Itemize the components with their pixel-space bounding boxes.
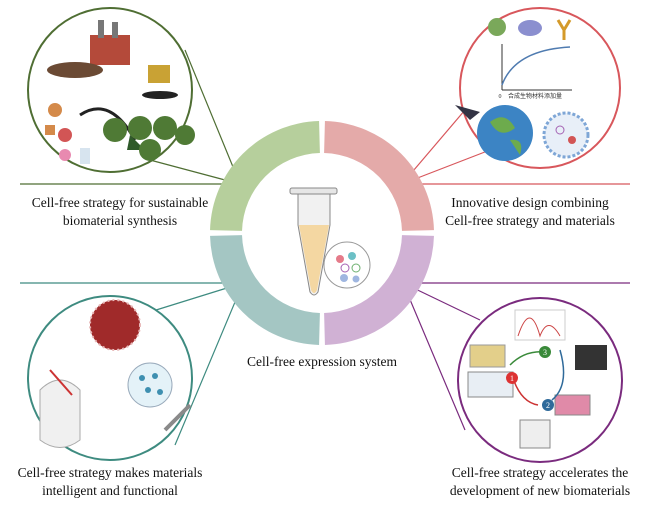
- label-bottom-left-line2: intelligent and functional: [42, 483, 178, 498]
- label-top-right-line1: Innovative design combining: [451, 195, 609, 210]
- panel-circle-top-left: [27, 7, 193, 173]
- callout-top-left-2: [184, 49, 241, 185]
- mini-chart-xlabel: 合成生物材料添加量: [508, 92, 562, 100]
- ring-segment-bottom-right: [324, 235, 434, 345]
- central-ring: [210, 121, 434, 345]
- label-top-left-line1: Cell-free strategy for sustainable: [31, 195, 209, 210]
- ring-segment-top-right: [324, 121, 434, 231]
- workflow-illustration: 1 2 3: [467, 309, 607, 449]
- label-top-left: Cell-free strategy for sustainable bioma…: [20, 194, 220, 230]
- mini-chart-origin: 0: [499, 94, 502, 100]
- panel-circle-bottom-right: [457, 297, 623, 463]
- smart-material-illustration: [39, 299, 192, 448]
- microcentrifuge-tube-icon: [289, 187, 371, 296]
- step-2: 2: [546, 401, 550, 410]
- label-bottom-left-line1: Cell-free strategy makes materials: [17, 465, 203, 480]
- ring-segment-bottom-left: [210, 235, 320, 345]
- syringe-icon: [163, 403, 192, 432]
- label-top-right-line2: Cell-free strategy and materials: [445, 213, 615, 228]
- label-top-left-line2: biomaterial synthesis: [62, 213, 178, 228]
- label-bottom-right: Cell-free strategy accelerates the devel…: [440, 464, 640, 500]
- design-illustration: [455, 18, 590, 161]
- step-3: 3: [543, 348, 547, 357]
- center-label: Cell-free expression system: [247, 354, 397, 369]
- label-bottom-left: Cell-free strategy makes materials intel…: [10, 464, 210, 500]
- sustainability-illustration: [45, 20, 195, 164]
- globe-icon: [477, 105, 533, 161]
- label-bottom-right-line1: Cell-free strategy accelerates the: [451, 465, 629, 480]
- ring-segment-top-left: [210, 121, 320, 231]
- airplane-icon: [455, 105, 480, 120]
- step-1: 1: [510, 374, 514, 383]
- label-top-right: Innovative design combining Cell-free st…: [430, 194, 630, 230]
- label-bottom-right-line2: development of new biomaterials: [449, 483, 631, 498]
